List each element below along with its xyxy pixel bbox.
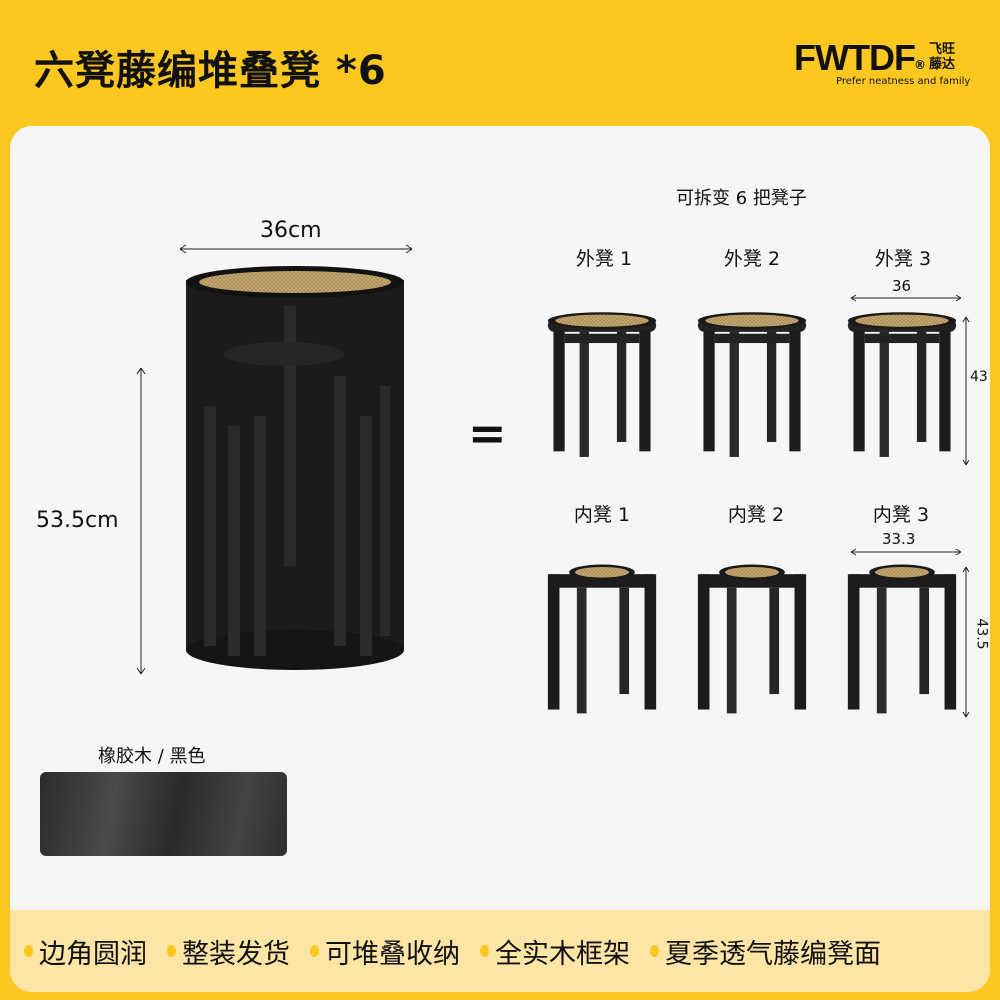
outer-width-label: 36: [892, 277, 912, 295]
inner-stool-2-label: 内凳 2: [727, 504, 785, 526]
stacked-stools-image: [186, 266, 404, 670]
page-title: 六凳藤编堆叠凳 *6: [34, 48, 387, 94]
outer-stool-1-label: 外凳 1: [575, 248, 633, 270]
feature-item: 全实木框架: [480, 932, 630, 971]
inner-stool-3-label: 内凳 3: [872, 504, 930, 526]
logo-slogan: Prefer neatness and family: [836, 76, 971, 87]
width-arrow: [179, 244, 413, 254]
bullet-icon: [650, 945, 659, 957]
material-label: 橡胶木 / 黑色: [98, 746, 206, 767]
outer-height-label: 43: [970, 369, 988, 385]
feature-text: 全实木框架: [495, 938, 630, 970]
inner-stool-2-image: [694, 558, 810, 718]
bullet-icon: [167, 945, 176, 957]
outer-width-arrow: [850, 294, 962, 302]
logo-chinese: 飞旺藤达: [929, 42, 956, 72]
inner-width-arrow: [850, 548, 962, 556]
feature-text: 整装发货: [182, 938, 290, 970]
feature-text: 边角圆润: [39, 938, 147, 970]
inner-stool-1-label: 内凳 1: [573, 504, 631, 526]
outer-stool-3-label: 外凳 3: [874, 248, 932, 270]
outer-stool-2-image: [696, 306, 808, 466]
inner-height-arrow: [962, 566, 970, 718]
outer-stool-3-image: [846, 306, 958, 466]
feature-text: 夏季透气藤编凳面: [665, 938, 881, 970]
brand-logo: FWTDF ® 飞旺藤达 Prefer neatness and family: [794, 37, 970, 90]
inner-stool-3-image: [844, 558, 960, 718]
logo-mark: FWTDF: [794, 37, 916, 78]
stack-height-label: 53.5cm: [36, 508, 119, 533]
height-arrow: [136, 367, 146, 675]
inner-height-label: 43.5: [973, 618, 990, 650]
inner-width-label: 33.3: [882, 530, 916, 548]
feature-item: 可堆叠收纳: [310, 932, 460, 971]
feature-text: 可堆叠收纳: [325, 938, 460, 970]
bullet-icon: [310, 945, 319, 957]
content-panel: 36cm 53.5cm = 可拆变 6 把凳子 外凳 1 外凳 2 外凳 3 3…: [10, 126, 990, 992]
outer-stool-2-label: 外凳 2: [723, 248, 781, 270]
feature-item: 整装发货: [167, 932, 290, 971]
wood-swatch: [40, 772, 287, 856]
registered-icon: ®: [914, 58, 926, 72]
bullet-icon: [480, 945, 489, 957]
stack-width-label: 36cm: [260, 218, 322, 243]
feature-item: 夏季透气藤编凳面: [650, 932, 881, 971]
split-title: 可拆变 6 把凳子: [676, 188, 807, 209]
feature-band: 边角圆润 整装发货 可堆叠收纳 全实木框架 夏季透气藤编凳面: [10, 910, 990, 992]
bullet-icon: [24, 945, 33, 957]
outer-stool-1-image: [546, 306, 658, 466]
equals-sign: =: [468, 406, 507, 460]
inner-stool-1-image: [544, 558, 660, 718]
outer-height-arrow: [962, 316, 970, 466]
feature-item: 边角圆润: [24, 932, 147, 971]
